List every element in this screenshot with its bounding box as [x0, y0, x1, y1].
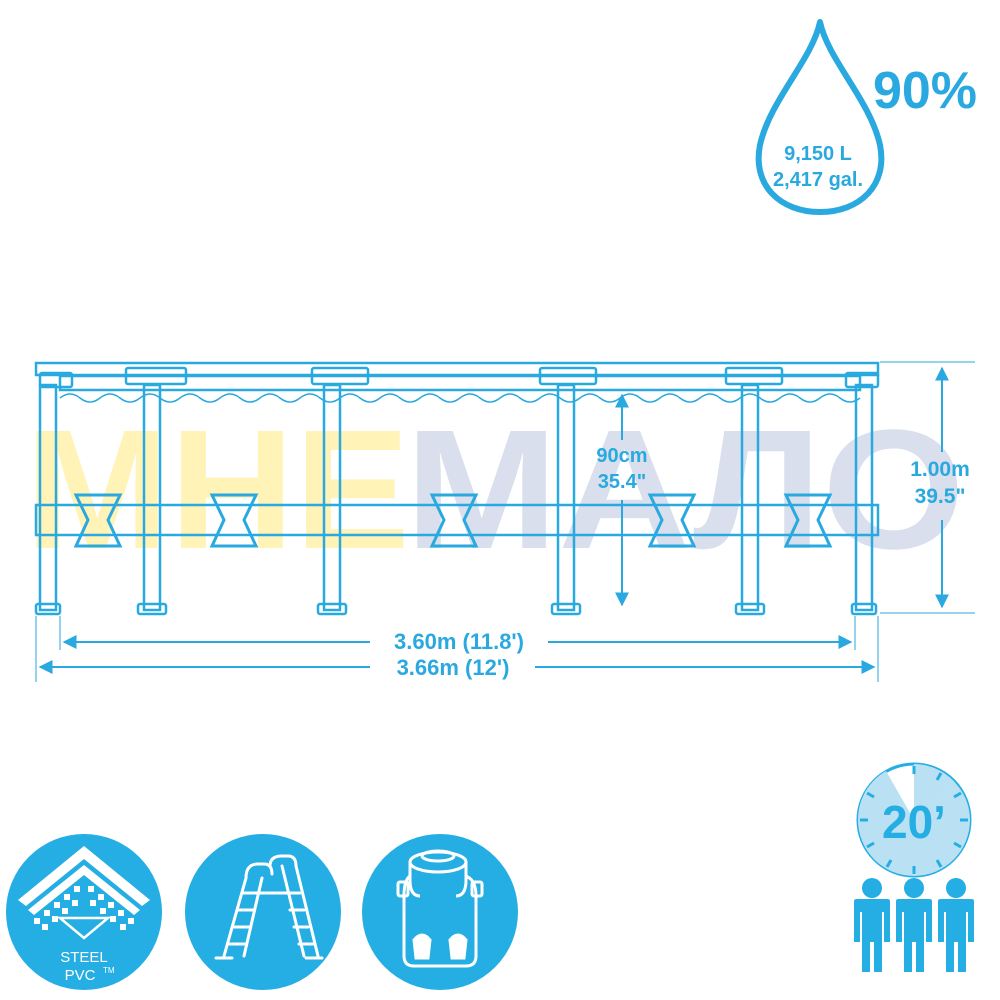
watermark: МНЕ МАЛО [25, 395, 965, 585]
pool-frame [34, 361, 880, 616]
steel-pvc-icon [18, 846, 150, 940]
water-volume-gallons: 2,417 gal. [773, 169, 863, 191]
water-line [59, 393, 861, 403]
inner-diameter-label: 3.60m (11.8') [394, 629, 524, 654]
filter-pump-badge [362, 834, 518, 990]
watermark-text-1: МНЕ [25, 395, 410, 585]
ladder-icon [214, 854, 324, 960]
water-fill-percent: 90% [873, 62, 977, 120]
pool-height-imperial: 39.5" [915, 485, 966, 508]
water-depth-imperial: 35.4" [598, 471, 646, 493]
water-depth-metric: 90cm [596, 445, 647, 467]
trademark-label: TM [103, 966, 115, 975]
outer-diameter-label: 3.66m (12') [397, 655, 510, 680]
steel-label: STEEL [60, 949, 108, 966]
dimension-lines [35, 361, 975, 682]
middle-belt [34, 503, 880, 537]
people-icon [854, 878, 974, 972]
filter-pump-icon [396, 849, 484, 968]
pool-height-metric: 1.00m [910, 458, 970, 481]
setup-time: 20’ [882, 796, 946, 848]
watermark-text-2: МАЛО [405, 395, 965, 585]
ladder-badge [185, 834, 341, 990]
steel-pvc-badge: STEEL PVC TM [6, 834, 162, 990]
clock-icon [856, 762, 972, 878]
water-drop-icon [755, 19, 885, 215]
pvc-label: PVC [65, 967, 96, 984]
water-volume-liters: 9,150 L [784, 143, 852, 165]
